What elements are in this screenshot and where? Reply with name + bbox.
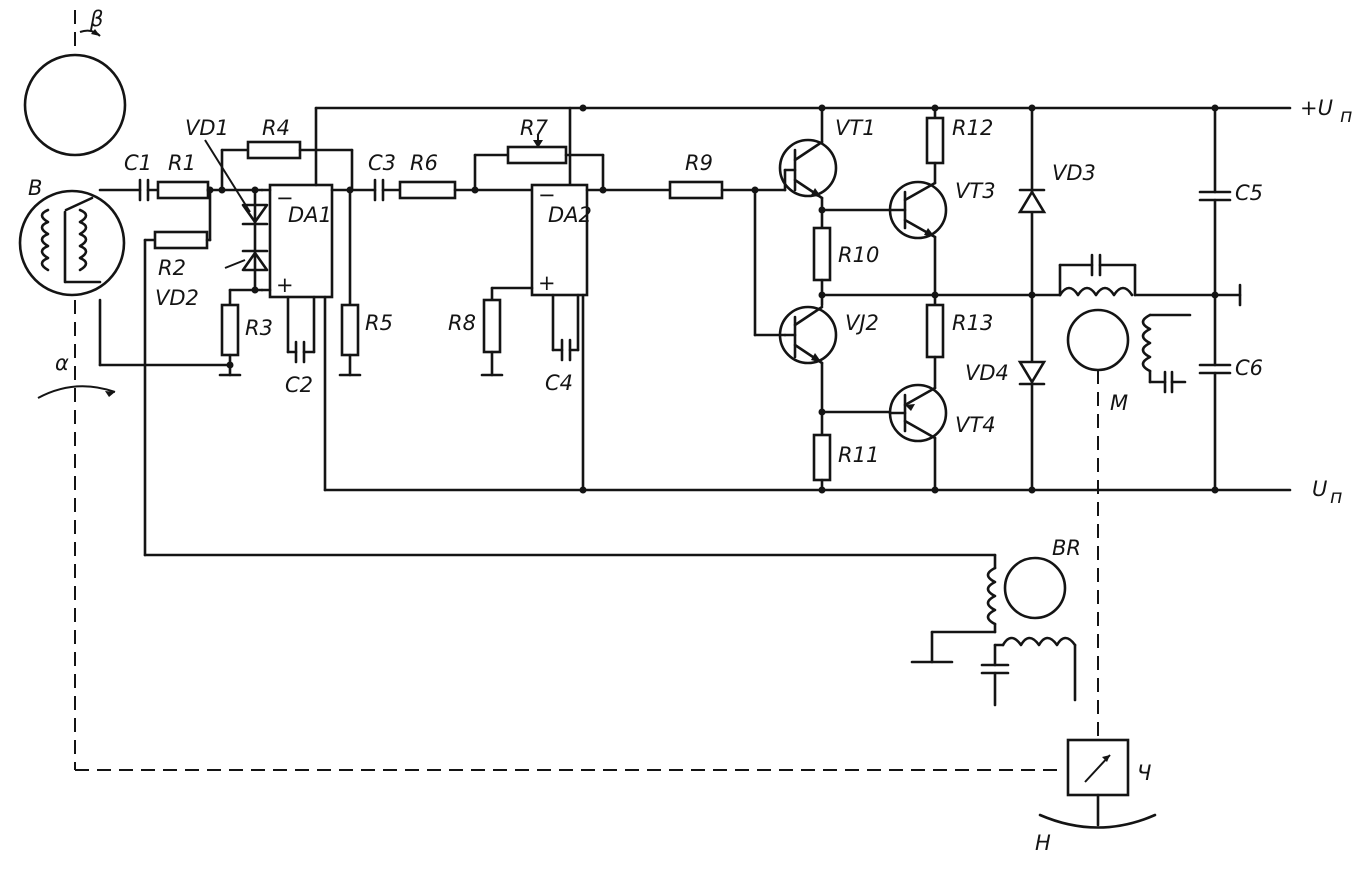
resistor-r2 [153,230,209,250]
svg-text:R1: R1 [168,151,196,175]
diode-vd4 [1017,360,1047,386]
svg-text:C3: C3 [368,151,396,175]
capacitor-c2 [286,295,316,364]
resistor-r9 [668,180,724,200]
transistor-vt2 [778,305,838,365]
svg-text:C2: C2 [285,373,313,397]
synchro-b [18,189,126,297]
svg-text:U: U [1312,477,1327,501]
svg-text:R5: R5 [365,311,393,335]
svg-text:H: H [1035,831,1051,855]
resistor-r10 [812,226,832,282]
opamp-da2 [530,183,589,297]
transistor-vt3 [888,180,948,240]
svg-text:B: B [28,176,42,200]
svg-text:п: п [1340,105,1352,127]
svg-text:VT1: VT1 [835,116,876,140]
resistor-r6 [398,180,457,200]
svg-text:DA1: DA1 [288,203,332,227]
svg-text:VD2: VD2 [155,286,199,310]
svg-text:Ч: Ч [1137,761,1151,785]
svg-text:R8: R8 [448,311,476,335]
svg-text:C4: C4 [545,371,573,395]
alpha-arc-arrow [37,385,116,399]
svg-text:R10: R10 [838,243,879,267]
resolver-br [910,556,1077,707]
svg-text:VD4: VD4 [965,361,1009,385]
svg-text:R4: R4 [262,116,290,140]
svg-text:VD1: VD1 [185,116,229,140]
svg-text:α: α [55,351,69,375]
svg-text:β: β [89,7,103,31]
svg-text:VT4: VT4 [955,413,996,437]
motor-m [1058,253,1242,394]
svg-text:M: M [1110,391,1128,415]
svg-text:R12: R12 [952,116,993,140]
junction-dots [206,104,1219,494]
svg-text:+: + [276,273,294,297]
resistor-r11 [812,433,832,482]
svg-text:R13: R13 [952,311,993,335]
svg-text:R9: R9 [685,151,713,175]
svg-text:DA2: DA2 [548,203,592,227]
svg-text:C1: C1 [124,151,152,175]
svg-text:VT3: VT3 [955,179,996,203]
svg-text:R11: R11 [838,443,879,467]
resistor-r4 [246,140,302,160]
capacitor-c4 [551,293,580,362]
zener-vd1-vd2 [204,139,269,292]
diode-vd3 [1017,188,1047,214]
resistor-r1 [156,180,210,200]
resistor-r12 [925,116,945,165]
svg-text:−: − [276,186,294,210]
transistor-vt4 [888,383,948,443]
svg-text:R7: R7 [520,116,549,140]
sensor-disc [23,10,127,157]
component-labels: β B α C1 R1 R2 VD1 VD2 R3 R4 DA1 − + C2 … [28,7,1352,855]
opamp-da1 [268,183,334,299]
svg-text:R2: R2 [158,256,186,280]
svg-text:+: + [538,271,556,295]
transistor-vt1 [778,138,838,200]
svg-text:VD3: VD3 [1052,161,1096,185]
svg-text:R6: R6 [410,151,438,175]
svg-text:R3: R3 [245,316,273,340]
potentiometer-r7 [506,145,568,165]
resistor-r3 [220,303,240,357]
svg-text:C5: C5 [1235,181,1263,205]
svg-text:C6: C6 [1235,356,1263,380]
svg-text:VJ2: VJ2 [845,311,879,335]
svg-text:BR: BR [1052,536,1081,560]
svg-text:−: − [538,183,556,207]
svg-text:п: п [1330,486,1342,508]
scale-arc [1038,813,1157,829]
resistor-r13 [925,303,945,359]
resistor-r8 [482,298,502,354]
resistor-r5 [340,303,360,357]
svg-text:+U: +U [1300,96,1333,120]
